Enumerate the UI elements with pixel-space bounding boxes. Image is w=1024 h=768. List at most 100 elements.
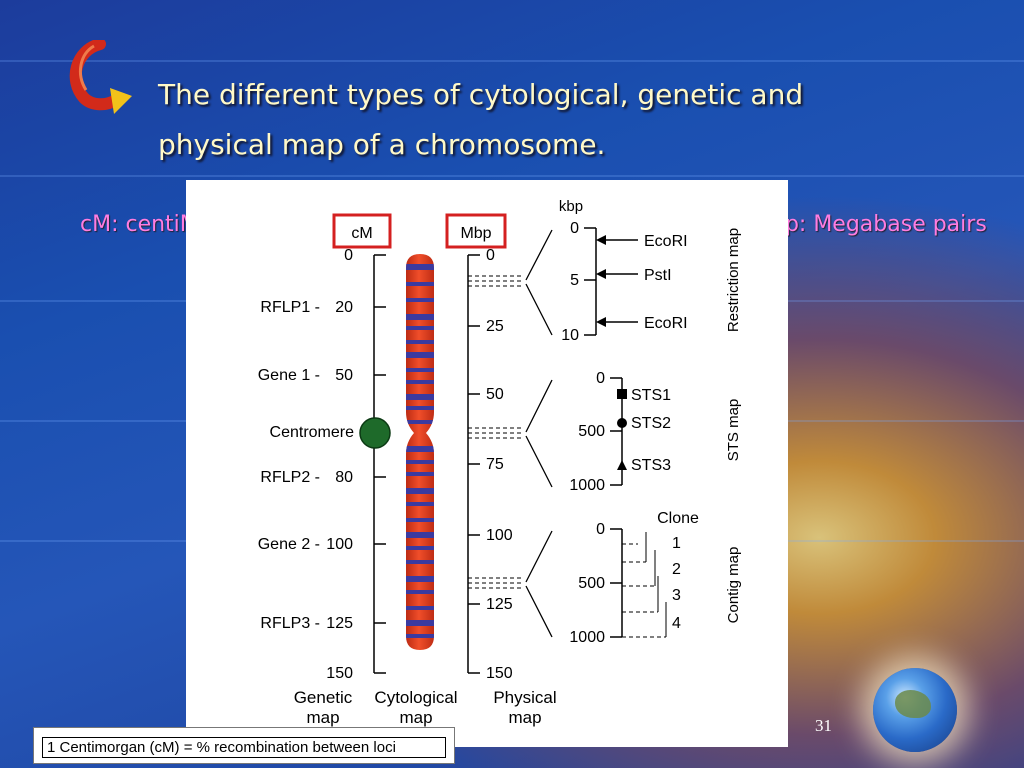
physical-map-label-2: map [508, 708, 541, 727]
genetic-map-label-1: Genetic [294, 688, 353, 707]
mbp-box-label: Mbp [460, 225, 491, 242]
genetic-map-label-2: map [306, 708, 339, 727]
chromosome-band [406, 406, 434, 410]
cm-box-label: cM [351, 225, 372, 242]
restriction-site-arrow [596, 235, 606, 245]
restriction-tick-value: 0 [570, 220, 579, 237]
genetic-locus-label: Gene 1 - [258, 367, 320, 384]
genetic-locus-label: RFLP2 - [260, 469, 320, 486]
mbp-box [445, 213, 507, 249]
slide-title: The different types of cytological, gene… [158, 70, 958, 170]
physical-tick-value: 25 [486, 318, 504, 335]
contig-tick-value: 1000 [569, 629, 605, 646]
mbp-definition: Mbp: Megabase pairs [752, 212, 987, 237]
cytological-map-label-2: map [399, 708, 432, 727]
centromere-marker [359, 417, 391, 449]
cytological-map-label-1: Cytological [374, 688, 457, 707]
curved-arrow-icon [69, 40, 132, 114]
sts-map-title: STS map [725, 399, 742, 462]
physical-map-label-1: Physical [493, 688, 556, 707]
footnote-box: 1 Centimorgan (cM) = % recombination bet… [33, 727, 455, 764]
chromosome-band [406, 420, 434, 424]
genetic-tick-value: 150 [326, 665, 353, 682]
sts3-triangle-marker [617, 460, 627, 470]
chromosome-band [406, 368, 434, 372]
chromosome-band [406, 460, 434, 464]
physical-tick-value: 150 [486, 665, 513, 682]
expansion-dashes [468, 275, 524, 589]
genetic-tick-value: 80 [335, 469, 353, 486]
genetic-tick-value: 0 [344, 247, 353, 264]
sts-marker-label: STS1 [631, 387, 671, 404]
chromosome-band [406, 620, 434, 626]
genetic-ticks: 0 20 RFLP1 - 50 Gene 1 - 80 RFLP2 - 100 Gene 2 -… [258, 247, 386, 682]
chromosome-band [406, 546, 434, 550]
physical-ticks: 0 25 50 75 100 125 150 [468, 247, 513, 682]
clone-label: 3 [672, 587, 681, 604]
genetic-locus-label: RFLP1 - [260, 299, 320, 316]
globe-land-decoration [895, 690, 931, 718]
genetic-tick-value: 20 [335, 299, 353, 316]
restriction-site-label: EcoRI [644, 233, 688, 250]
restriction-tick-value: 5 [570, 272, 579, 289]
contig-tick-value: 500 [578, 575, 605, 592]
chromosome-band [406, 446, 434, 452]
clone-label: 4 [672, 615, 681, 632]
sts2-circle-marker [617, 418, 627, 428]
clone-label: 2 [672, 561, 681, 578]
restriction-site-label: EcoRI [644, 315, 688, 332]
expansion-wedges [525, 229, 553, 638]
chromosome-band [406, 352, 434, 358]
physical-tick-value: 0 [486, 247, 495, 264]
footnote-text: 1 Centimorgan (cM) = % recombination bet… [42, 737, 446, 758]
chromosome-band [406, 560, 434, 564]
chromosome [406, 254, 434, 650]
clone-contigs [622, 532, 667, 638]
chromosome-band [406, 590, 434, 594]
restriction-site-arrow [596, 269, 606, 279]
chromosome-band [406, 326, 434, 330]
physical-tick-value: 50 [486, 386, 504, 403]
genetic-locus-label: Gene 2 - [258, 536, 320, 553]
sts-tick-value: 500 [578, 423, 605, 440]
chromosome-band [406, 518, 434, 522]
restriction-site-arrow [596, 317, 606, 327]
contig-map-title: Contig map [725, 547, 742, 624]
chromosome-band [406, 472, 434, 476]
chromosome-band [406, 502, 434, 506]
title-line-1: The different types of cytological, gene… [158, 78, 804, 111]
title-line-2: physical map of a chromosome. [158, 128, 606, 161]
chromosome-band [406, 282, 434, 286]
chromosome-band [406, 488, 434, 494]
chromosome-band [406, 380, 434, 384]
chromosome-band [406, 264, 434, 270]
cm-box [332, 213, 392, 249]
restriction-tick-value: 10 [561, 327, 579, 344]
sts-tick-value: 0 [596, 370, 605, 387]
sts-marker-label: STS3 [631, 457, 671, 474]
restriction-map-title: Restriction map [725, 228, 742, 332]
kbp-label: kbp [559, 198, 583, 215]
physical-tick-value: 125 [486, 596, 513, 613]
chromosome-band [406, 298, 434, 302]
chromosome-band [406, 394, 434, 400]
chromosome-band [406, 532, 434, 538]
physical-tick-value: 75 [486, 456, 504, 473]
genetic-locus-label: RFLP3 - [260, 615, 320, 632]
chromosome-band [406, 634, 434, 638]
centromere-label: Centromere [270, 424, 355, 441]
sts-marker-label: STS2 [631, 415, 671, 432]
physical-tick-value: 100 [486, 527, 513, 544]
chromosome-band [406, 340, 434, 344]
sts-tick-value: 1000 [569, 477, 605, 494]
genetic-tick-value: 50 [335, 367, 353, 384]
page-number: 31 [815, 716, 832, 735]
restriction-site-label: PstI [644, 267, 672, 284]
chromosome-band [406, 606, 434, 610]
sts1-square-marker [617, 389, 627, 399]
genetic-tick-value: 100 [326, 536, 353, 553]
clone-label: 1 [672, 535, 681, 552]
clone-header: Clone [657, 510, 699, 527]
